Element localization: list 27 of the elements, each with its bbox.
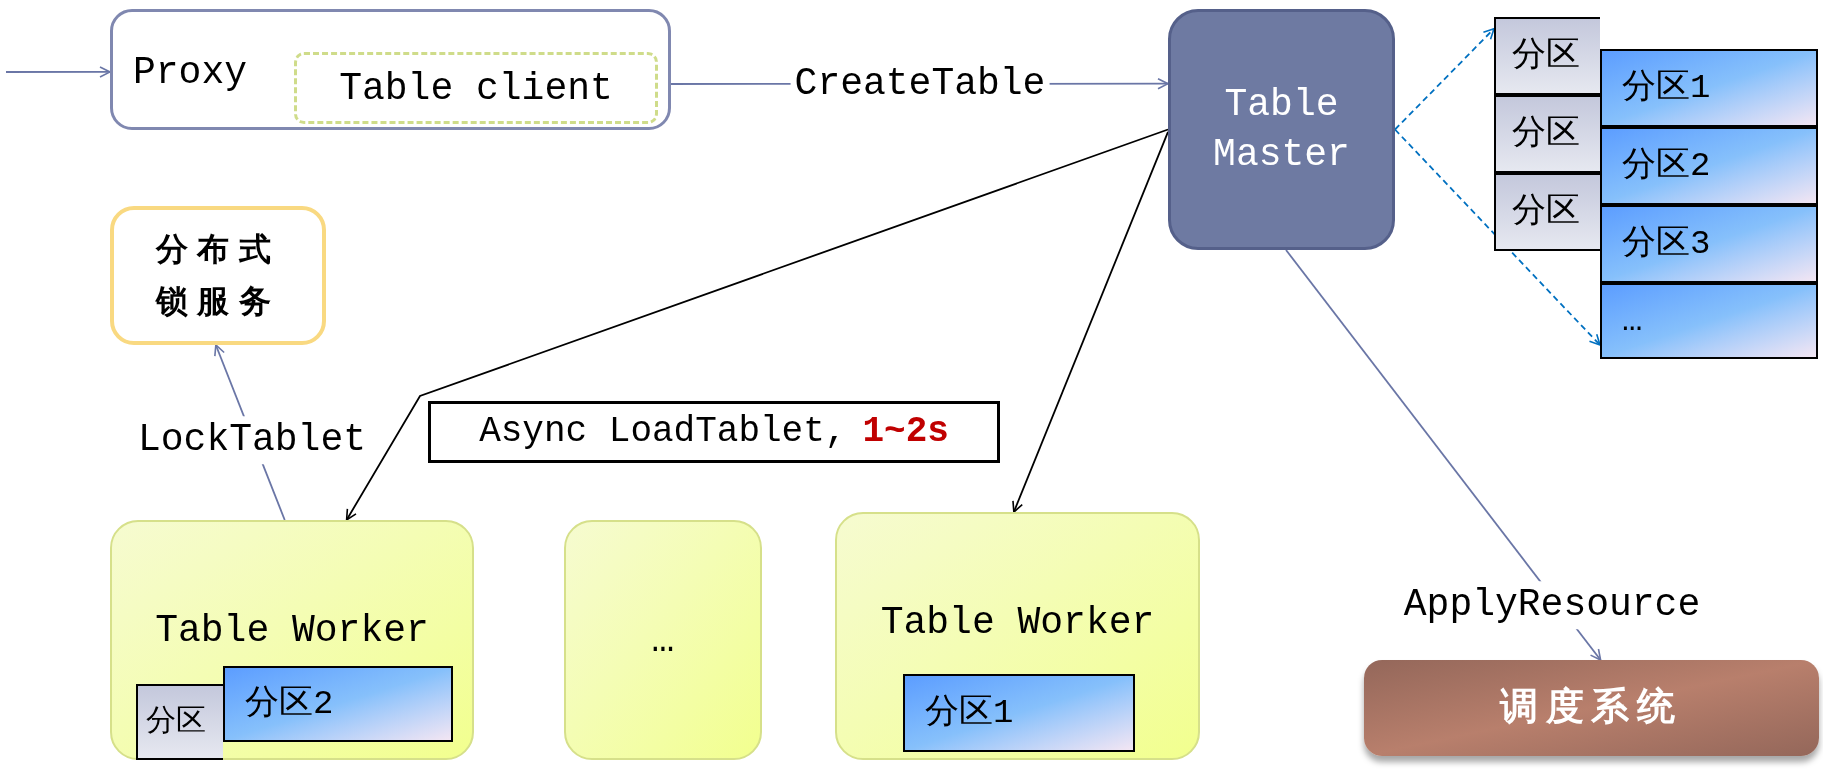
partition-row: 分区3 (1600, 205, 1818, 283)
async-load-box: Async LoadTablet, 1~2s (428, 401, 1000, 463)
partition-row: 分区 (1494, 17, 1600, 95)
arrow (5, 66, 111, 78)
arrow (1394, 128, 1601, 346)
scheduler-box: 调度系统 (1364, 660, 1819, 756)
proxy-box: Proxy Table client (110, 9, 671, 130)
master-box: Table Master (1168, 9, 1395, 250)
partition-row: 分区 (1494, 95, 1600, 173)
client-box: Table client (294, 52, 658, 124)
partition-tag: 分区 (136, 684, 223, 760)
partition-row: 分区 (1494, 173, 1600, 251)
worker-box: Table Worker 分区 分区2 (110, 520, 474, 760)
partition-row: 分区2 (1600, 127, 1818, 205)
arrow (345, 128, 1169, 521)
lock-service-box: 分布式锁服务 (110, 206, 326, 345)
arrow (1285, 249, 1602, 661)
partition-stack (1494, 17, 1600, 251)
partition-tag: 分区1 (903, 674, 1135, 752)
worker-box: Table Worker 分区1 (835, 512, 1200, 760)
partition-tag: 分区2 (223, 666, 453, 742)
partition-row: … (1600, 283, 1818, 359)
arrow (1012, 131, 1169, 513)
partition-stack (1600, 49, 1818, 359)
worker-box: … (564, 520, 762, 760)
arrow (1394, 27, 1495, 131)
partition-row: 分区1 (1600, 49, 1818, 127)
